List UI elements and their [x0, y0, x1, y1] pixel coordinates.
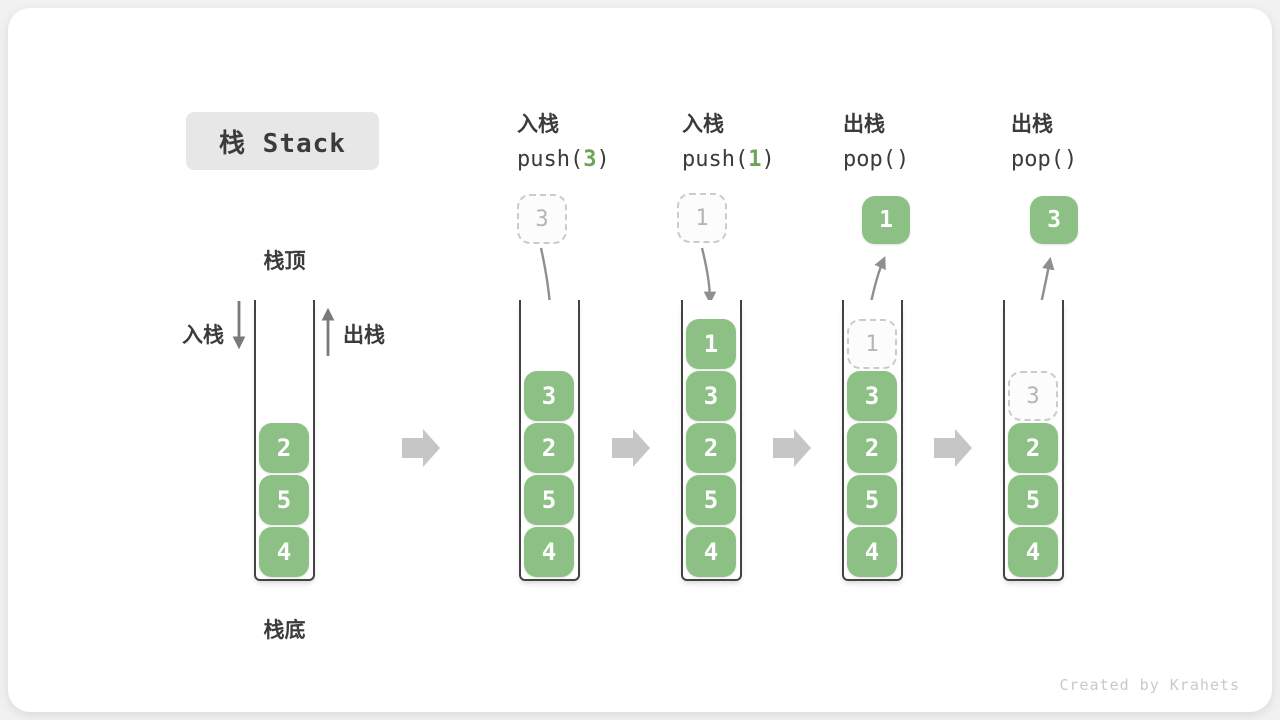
- stack-cell: 4: [847, 527, 897, 577]
- op-code: pop(): [843, 142, 1003, 178]
- op-name: 出栈: [1011, 113, 1053, 136]
- stack-cell: 3: [686, 371, 736, 421]
- op-label-pop-1: 出栈 pop(): [843, 108, 1003, 178]
- stack-cell: 2: [259, 423, 309, 473]
- stack-cell: 5: [847, 475, 897, 525]
- op-label-push-3: 入栈 push(3): [517, 108, 677, 178]
- label-pop-side: 出栈: [343, 324, 385, 347]
- code-arg: 1: [748, 147, 762, 172]
- stack-cell: 5: [259, 475, 309, 525]
- stack-cell: 2: [524, 423, 574, 473]
- code-text: ): [596, 147, 610, 172]
- stack-cell: 1: [686, 319, 736, 369]
- stack-cell: 5: [1008, 475, 1058, 525]
- stack-cell: 5: [686, 475, 736, 525]
- code-arg: 3: [583, 147, 597, 172]
- code-text: pop(: [1011, 147, 1064, 172]
- op-name: 入栈: [682, 113, 724, 136]
- label-stack-top: 栈顶: [263, 250, 306, 273]
- stack-cell: 4: [524, 527, 574, 577]
- stack-cell: 2: [847, 423, 897, 473]
- step-arrow-icon: [934, 429, 972, 467]
- stack-cell: 2: [686, 423, 736, 473]
- stack-cell: 3: [524, 371, 574, 421]
- op-code: push(1): [682, 142, 842, 178]
- credit-text: Created by Krahets: [1059, 676, 1240, 694]
- floating-value-box: 1: [677, 193, 727, 243]
- stack-cell-ghost: 3: [1008, 371, 1058, 421]
- page-title: 栈 Stack: [186, 112, 379, 170]
- floating-value-box: 1: [862, 196, 910, 244]
- floating-value-box: 3: [517, 194, 567, 244]
- stack-cell: 4: [1008, 527, 1058, 577]
- diagram-card: 栈 Stack 入栈 push(3) 入栈 push(1) 出栈 pop() 出…: [8, 8, 1272, 712]
- stack-cell: 2: [1008, 423, 1058, 473]
- step-arrow-icon: [612, 429, 650, 467]
- step-arrow-icon: [773, 429, 811, 467]
- op-code: pop(): [1011, 142, 1171, 178]
- stack-cell: 4: [259, 527, 309, 577]
- code-text: ): [1063, 147, 1078, 172]
- step-arrow-icon: [402, 429, 440, 467]
- op-name: 出栈: [843, 113, 885, 136]
- push-1-arrow-icon: [700, 247, 717, 305]
- op-label-push-1: 入栈 push(1): [682, 108, 842, 178]
- op-name: 入栈: [517, 113, 559, 136]
- floating-value-box: 3: [1030, 196, 1078, 244]
- label-push-side: 入栈: [182, 324, 224, 347]
- stack-cell: 3: [847, 371, 897, 421]
- op-label-pop-2: 出栈 pop(): [1011, 108, 1171, 178]
- stack-cell-ghost: 1: [847, 319, 897, 369]
- stack-cell: 4: [686, 527, 736, 577]
- label-stack-bottom: 栈底: [263, 619, 306, 642]
- code-text: push(: [517, 147, 584, 172]
- code-text: push(: [682, 147, 749, 172]
- code-text: ): [895, 147, 910, 172]
- code-text: ): [761, 147, 775, 172]
- stack-cell: 5: [524, 475, 574, 525]
- op-code: push(3): [517, 142, 677, 178]
- code-text: pop(: [843, 147, 896, 172]
